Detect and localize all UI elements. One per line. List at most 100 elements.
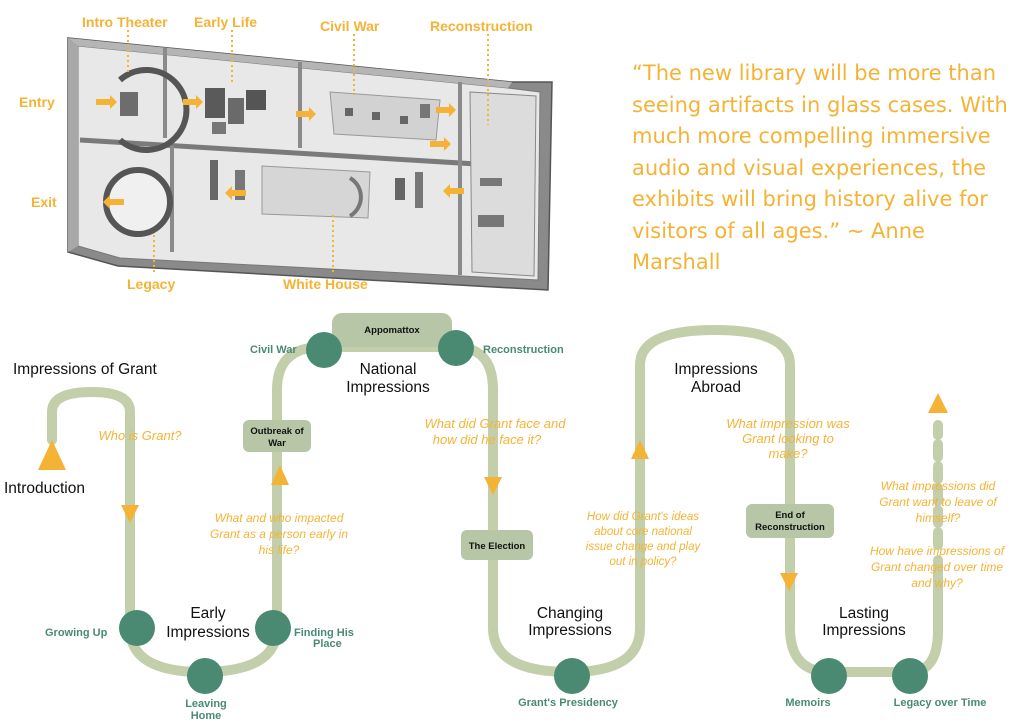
arrow-down-icon xyxy=(780,573,798,591)
question: What and who impacted xyxy=(215,511,344,525)
question: How did Grant's ideas xyxy=(587,511,699,523)
label-entry: Entry xyxy=(19,94,55,110)
flow-arrow xyxy=(443,184,464,198)
quote-line: seeing artifacts in glass cases. With xyxy=(632,92,1008,117)
end-room xyxy=(469,91,537,277)
civil-war-case xyxy=(372,112,380,120)
arrow-down-icon xyxy=(484,477,502,495)
box-outbreak-label: War xyxy=(268,438,286,449)
quote-line: exhibits will bring history alive for xyxy=(632,187,988,211)
early-life-exhibit xyxy=(228,98,244,124)
white-house-platform xyxy=(261,165,371,219)
flow-arrow xyxy=(225,186,246,200)
station-memoirs xyxy=(811,658,847,694)
early-life-exhibit xyxy=(205,88,225,118)
box-outbreak xyxy=(243,420,311,452)
station-label: Reconstruction xyxy=(483,344,564,356)
white-house-exhibit xyxy=(235,170,245,200)
journey-path xyxy=(47,324,943,678)
flow-arrow xyxy=(103,195,124,209)
quote-line: much more compelling immersive xyxy=(632,124,991,148)
question: Grant want to leave of xyxy=(879,495,998,509)
quote-line: visitors of all ages.” ~ Anne Marshall xyxy=(632,218,925,275)
section-title: Impressions of Grant xyxy=(13,361,158,378)
question: Grant as a person early in xyxy=(210,527,348,541)
question: make? xyxy=(768,446,808,461)
question: and why? xyxy=(911,576,963,590)
intro-theater-ring xyxy=(118,67,190,153)
flow-arrow xyxy=(430,137,451,151)
intro-seats xyxy=(120,92,138,116)
question: Who is Grant? xyxy=(98,428,182,443)
box-end-label: Reconstruction xyxy=(755,522,825,533)
question: himself? xyxy=(916,511,961,525)
civil-war-case xyxy=(420,104,430,118)
section-title: Impressions xyxy=(346,379,430,396)
box-appomattox-label: Appomattox xyxy=(364,325,420,336)
box-end-reconstruction xyxy=(746,504,834,538)
arrow-up-icon xyxy=(271,465,289,485)
outer-wall-top xyxy=(68,38,512,88)
question: his life? xyxy=(259,543,300,557)
reconstruction-exhibit xyxy=(480,178,502,186)
station-reconstruction xyxy=(438,330,474,366)
quote-block: “The new library will be more than seein… xyxy=(632,58,1012,279)
leader-lines xyxy=(127,30,489,272)
early-life-exhibit xyxy=(246,90,266,110)
section-title: Abroad xyxy=(691,379,741,396)
flow-arrow xyxy=(96,95,117,109)
civil-war-platform xyxy=(329,91,441,141)
station-label: Home xyxy=(191,710,222,722)
center-dividing-wall xyxy=(79,137,511,169)
label-legacy: Legacy xyxy=(127,276,175,292)
floorplan-labels: Intro Theater Early Life Civil War Recon… xyxy=(19,14,533,292)
station-label: Finding His xyxy=(294,627,354,639)
section-title: Introduction xyxy=(4,480,85,497)
arrow-down-icon xyxy=(121,505,139,523)
station-labels: Growing Up Leaving Home Finding His Plac… xyxy=(45,344,986,722)
box-end-label: End of xyxy=(775,510,805,521)
label-reconstruction: Reconstruction xyxy=(430,18,533,34)
section-title: Impressions xyxy=(674,361,758,378)
label-civil-war: Civil War xyxy=(320,18,380,34)
quote-line: audio and visual experiences, the xyxy=(632,155,987,180)
early-life-exhibit xyxy=(212,122,226,134)
label-white-house: White House xyxy=(283,276,368,292)
station-label: Growing Up xyxy=(45,627,108,639)
arrow-up-icon xyxy=(631,440,649,459)
civil-war-case xyxy=(400,116,408,124)
outer-wall-left xyxy=(68,38,78,252)
station-leaving-home xyxy=(187,658,223,694)
flow-arrow xyxy=(296,107,316,121)
station-label: Leaving xyxy=(185,698,227,710)
station-label: Legacy over Time xyxy=(894,697,987,709)
station-legacy-over-time xyxy=(892,658,928,694)
box-election xyxy=(461,530,533,560)
section-titles: Impressions of Grant Introduction Early … xyxy=(4,361,906,641)
question: What impressions did xyxy=(881,479,996,493)
station-label: Grant's Presidency xyxy=(518,697,619,709)
question: how did he face it? xyxy=(433,432,542,447)
path-intro-loop xyxy=(47,342,327,678)
box-election-label: The Election xyxy=(469,541,526,552)
civil-war-case xyxy=(345,108,353,116)
station-presidency xyxy=(554,658,590,694)
milestone-boxes xyxy=(243,313,834,560)
stations xyxy=(119,330,928,694)
arrow-up-icon xyxy=(928,393,948,413)
section-title: Impressions xyxy=(166,624,250,641)
milestone-box-labels: Appomattox Outbreak of War The Election … xyxy=(250,325,825,552)
quote-line: “The new library will be more than xyxy=(632,61,997,85)
question: Grant changed over time xyxy=(871,560,1003,574)
reconstruction-exhibit xyxy=(478,215,504,227)
question: Grant looking to xyxy=(742,431,834,446)
direction-arrows xyxy=(38,393,948,591)
label-exit: Exit xyxy=(31,194,57,210)
section-title: Changing xyxy=(537,605,603,622)
white-house-rotunda xyxy=(348,176,363,218)
flow-arrow xyxy=(436,103,456,117)
box-outbreak-label: Outbreak of xyxy=(250,426,304,437)
section-title: Lasting xyxy=(839,605,889,622)
station-label: Civil War xyxy=(250,344,297,356)
